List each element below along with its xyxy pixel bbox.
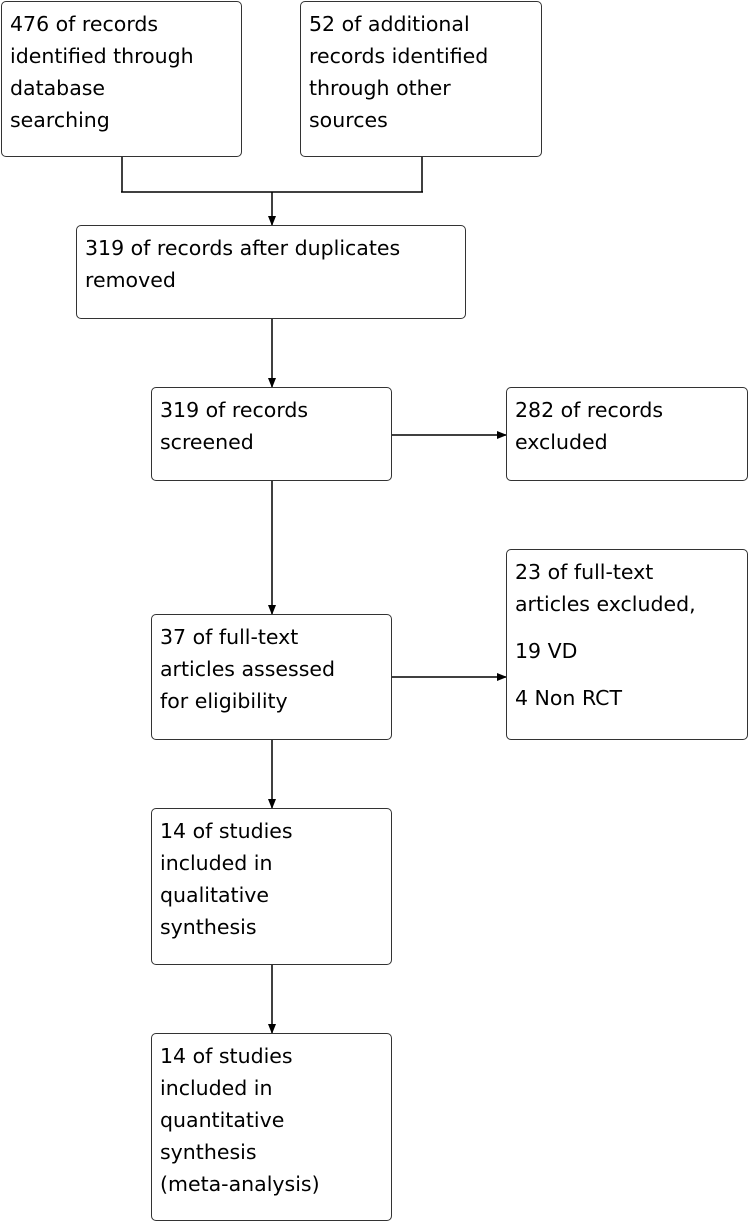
database-records-box: 476 of records identified through databa… xyxy=(1,1,242,157)
database-records-line-4: searching xyxy=(10,108,110,132)
full-text-assessed-line-2: articles assessed xyxy=(160,657,336,681)
full-text-excluded-spacer-2 xyxy=(515,667,739,682)
screened-line-1: 319 of records xyxy=(160,398,309,422)
after-duplicates-line-2: removed xyxy=(85,268,176,292)
qualitative-synthesis-box: 14 of studies included in qualitative sy… xyxy=(151,808,392,965)
quantitative-line-2: included in xyxy=(160,1076,273,1100)
quantitative-line-4: synthesis xyxy=(160,1140,257,1164)
full-text-assessed-line-1: 37 of full-text xyxy=(160,625,299,649)
other-sources-box: 52 of additional records identified thro… xyxy=(300,1,542,157)
full-text-excluded-spacer xyxy=(515,620,739,635)
quantitative-line-5: (meta-analysis) xyxy=(160,1172,320,1196)
quantitative-line-1: 14 of studies xyxy=(160,1044,293,1068)
database-records-line-3: database xyxy=(10,76,106,100)
excluded-line-2: excluded xyxy=(515,430,608,454)
database-records-line-2: identified through xyxy=(10,44,194,68)
excluded-box: 282 of records excluded xyxy=(506,387,748,481)
qualitative-line-3: qualitative xyxy=(160,883,270,907)
quantitative-synthesis-box: 14 of studies included in quantitative s… xyxy=(151,1033,392,1221)
other-sources-line-1: 52 of additional xyxy=(309,12,470,36)
screened-box: 319 of records screened xyxy=(151,387,392,481)
other-sources-line-2: records identified xyxy=(309,44,489,68)
full-text-assessed-box: 37 of full-text articles assessed for el… xyxy=(151,614,392,740)
qualitative-line-2: included in xyxy=(160,851,273,875)
qualitative-line-4: synthesis xyxy=(160,915,257,939)
exclusion-reason-non-rct: 4 Non RCT xyxy=(515,686,623,710)
after-duplicates-line-1: 319 of records after duplicates xyxy=(85,236,401,260)
database-records-line-1: 476 of records xyxy=(10,12,159,36)
other-sources-line-4: sources xyxy=(309,108,388,132)
qualitative-line-1: 14 of studies xyxy=(160,819,293,843)
exclusion-reason-vd: 19 VD xyxy=(515,639,578,663)
excluded-line-1: 282 of records xyxy=(515,398,664,422)
screened-line-2: screened xyxy=(160,430,254,454)
quantitative-line-3: quantitative xyxy=(160,1108,285,1132)
full-text-excluded-box: 23 of full-text articles excluded, 19 VD… xyxy=(506,549,748,740)
other-sources-line-3: through other xyxy=(309,76,451,100)
full-text-assessed-line-3: for eligibility xyxy=(160,689,288,713)
after-duplicates-box: 319 of records after duplicates removed xyxy=(76,225,466,319)
full-text-excluded-line-2: articles excluded, xyxy=(515,592,696,616)
full-text-excluded-line-1: 23 of full-text xyxy=(515,560,654,584)
